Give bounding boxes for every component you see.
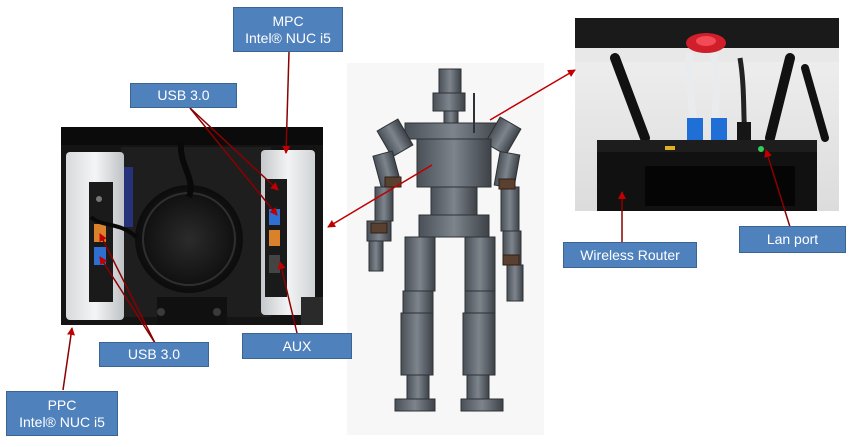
lan-port-label: Lan port — [739, 226, 846, 253]
usb-bottom-connector-b — [99, 256, 156, 344]
humanoid-robot-render — [347, 63, 544, 435]
wireless-router-label-text: Wireless Router — [580, 246, 680, 263]
wireless-router-label: Wireless Router — [563, 242, 697, 268]
robot-to-backpack-arrow — [327, 164, 433, 228]
usb-bottom-connector-a — [99, 233, 156, 344]
aux-connector — [277, 261, 298, 334]
mpc-connector — [282, 51, 291, 154]
usb-bottom-label: USB 3.0 — [99, 342, 209, 367]
ppc-label-line2: Intel® NUC i5 — [19, 413, 105, 430]
mpc-label: MPC Intel® NUC i5 — [233, 7, 343, 52]
ppc-label: PPC Intel® NUC i5 — [6, 391, 118, 436]
usb-top-label: USB 3.0 — [130, 83, 237, 108]
mpc-label-line2: Intel® NUC i5 — [245, 29, 331, 46]
aux-label: AUX — [242, 333, 352, 359]
router-illustration — [575, 18, 839, 211]
mpc-label-line1: MPC — [272, 12, 304, 29]
wireless-router-photo — [575, 18, 839, 211]
ppc-label-line1: PPC — [47, 396, 77, 413]
lan-port-label-text: Lan port — [766, 231, 819, 247]
usb-top-connector-a — [189, 107, 279, 191]
usb-bottom-label-text: USB 3.0 — [127, 346, 181, 362]
lan-port-connector — [764, 149, 791, 228]
robot-illustration — [347, 63, 544, 435]
robot-to-router-arrow — [489, 69, 576, 121]
ppc-connector — [62, 327, 75, 391]
usb-top-label-text: USB 3.0 — [157, 87, 210, 103]
aux-label-text: AUX — [282, 337, 312, 354]
usb-top-connector-b — [189, 107, 278, 216]
